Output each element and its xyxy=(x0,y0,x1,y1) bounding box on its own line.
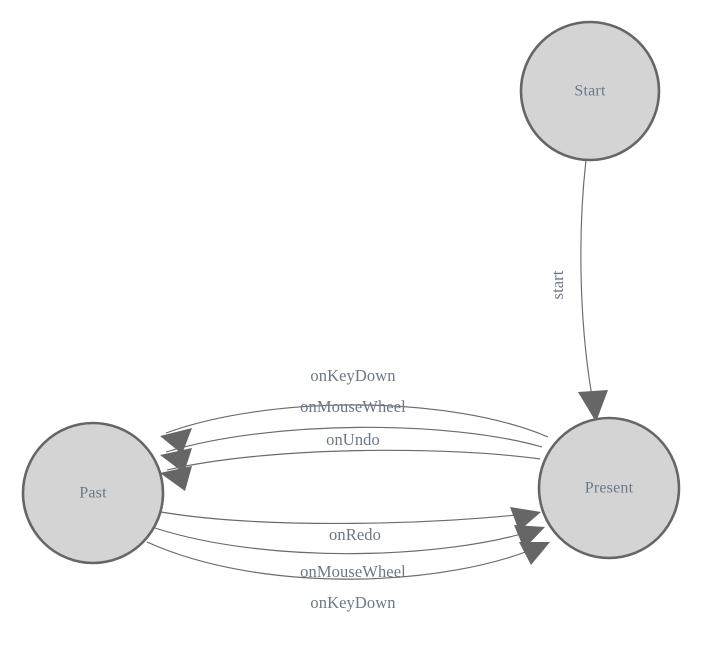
edge-line xyxy=(165,404,549,438)
edge-line xyxy=(146,541,544,580)
node-present-label: Present xyxy=(585,480,634,497)
edge-line xyxy=(580,159,597,419)
edge-line xyxy=(165,426,543,453)
edge-start-to-present[interactable]: start xyxy=(548,159,608,422)
edge-present-to-past-onmousewheel[interactable]: onMouseWheel xyxy=(160,397,543,473)
edge-label-onundo: onUndo xyxy=(326,430,380,449)
arrowhead-icon xyxy=(519,542,550,565)
node-past-label: Past xyxy=(79,485,107,502)
edge-label-onmousewheel-redo: onMouseWheel xyxy=(300,562,406,581)
node-present-circle[interactable] xyxy=(537,416,681,560)
edge-line xyxy=(160,511,535,525)
arrowhead-icon xyxy=(510,507,541,531)
edge-label-onmousewheel-undo: onMouseWheel xyxy=(300,397,406,416)
node-start-label: Start xyxy=(574,83,606,100)
edge-present-to-past-onundo[interactable]: onUndo xyxy=(160,430,541,491)
edge-label-onkeydown-redo: onKeyDown xyxy=(310,593,395,612)
edge-line xyxy=(154,527,539,555)
node-past[interactable]: Past xyxy=(21,421,165,565)
node-start-circle[interactable] xyxy=(519,20,661,162)
edge-line xyxy=(166,449,541,471)
edge-label-onkeydown-undo: onKeyDown xyxy=(310,366,395,385)
edge-past-to-present-onkeydown[interactable]: onKeyDown xyxy=(146,541,550,612)
node-past-circle[interactable] xyxy=(21,421,165,565)
edge-label-onredo: onRedo xyxy=(329,525,381,544)
nodes-layer: Start Past Present xyxy=(21,20,681,565)
node-start[interactable]: Start xyxy=(519,20,661,162)
arrowhead-icon xyxy=(160,466,192,491)
edge-past-to-present-onredo[interactable]: onRedo xyxy=(160,507,541,544)
edges-layer: start onKeyDown onMouseWheel onUndo xyxy=(146,159,608,612)
arrowhead-icon xyxy=(578,390,608,422)
node-present[interactable]: Present xyxy=(537,416,681,560)
edge-label-start: start xyxy=(548,270,567,299)
